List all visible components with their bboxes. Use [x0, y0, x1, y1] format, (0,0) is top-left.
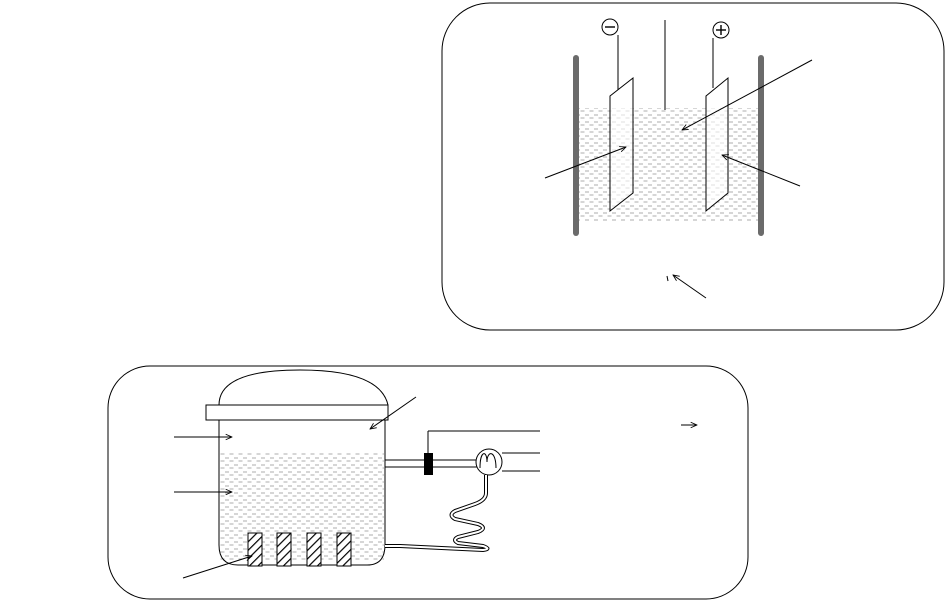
pump-icon: [475, 448, 503, 476]
heater-elements: [247, 532, 352, 567]
reactor-vessel: [218, 420, 386, 566]
electrolyte-liquid: [578, 108, 759, 222]
reactor-panel: [107, 365, 749, 600]
reactor-liquid: [220, 453, 384, 560]
heater-element: [336, 532, 352, 567]
pointer-arrow-lid: [370, 396, 417, 429]
pointer-arrow-heater: [182, 556, 252, 579]
reactor-dome: [218, 369, 389, 406]
pointer-arrow-anode: [722, 155, 801, 187]
reactor-flange: [205, 404, 389, 421]
electrolysis-panel-frame: [441, 2, 945, 331]
pump-coil-icon: [479, 453, 497, 469]
valve-block: [424, 453, 433, 475]
heater-element: [276, 532, 292, 567]
anode-plate: [705, 76, 729, 213]
cooling-coil-inner: [385, 475, 489, 552]
electrolysis-panel: [441, 2, 945, 331]
pointer-arrow-bottom: [673, 275, 707, 299]
cathode-plate: [609, 76, 634, 213]
pointer-arrow-electrolyte: [682, 59, 813, 130]
small-tick-mark: [666, 275, 669, 282]
heater-element: [306, 532, 322, 567]
heater-element: [247, 532, 263, 567]
reactor-panel-frame: [107, 365, 749, 600]
pointer-arrow-cathode: [544, 147, 626, 179]
cooling-coil: [385, 475, 490, 553]
